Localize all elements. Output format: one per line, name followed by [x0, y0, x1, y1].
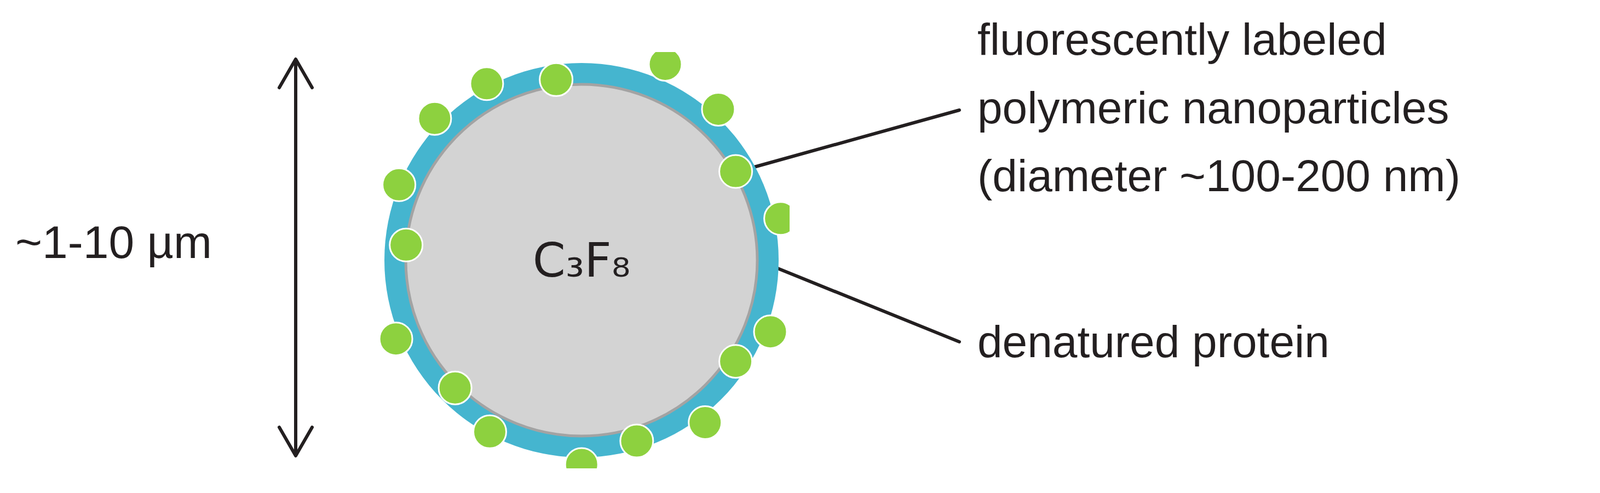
nanoparticle	[764, 202, 790, 235]
nanoparticle	[539, 62, 573, 96]
dimension-label: ~1-10 µm	[15, 207, 212, 278]
microbubble: C₃F₈	[373, 52, 790, 469]
nanoparticle	[620, 424, 654, 458]
nanoparticle	[470, 67, 504, 101]
callout-label: fluorescently labeled polymeric nanopart…	[977, 5, 1586, 211]
nanoparticle	[719, 344, 753, 378]
nanoparticle	[389, 228, 423, 262]
nanoparticle	[565, 447, 598, 469]
nanoparticle	[418, 101, 452, 135]
callout-label: denatured protein	[977, 307, 1330, 377]
arrow-head	[279, 59, 313, 88]
nanoparticle	[701, 92, 735, 126]
nanoparticle	[473, 415, 506, 448]
nanoparticle	[438, 371, 472, 405]
nanoparticle	[382, 168, 416, 201]
leader-line	[776, 267, 960, 342]
nanoparticle	[719, 154, 753, 188]
leader-line	[740, 110, 960, 171]
nanoparticle	[379, 322, 413, 356]
dimension-line	[294, 60, 298, 455]
gas-core	[405, 84, 758, 436]
arrow-head	[279, 427, 313, 456]
nanoparticle	[688, 405, 722, 439]
nanoparticle	[754, 315, 787, 349]
protein-shell	[384, 62, 779, 458]
gas-label: C₃F₈	[532, 232, 631, 288]
nanoparticle	[648, 52, 682, 81]
